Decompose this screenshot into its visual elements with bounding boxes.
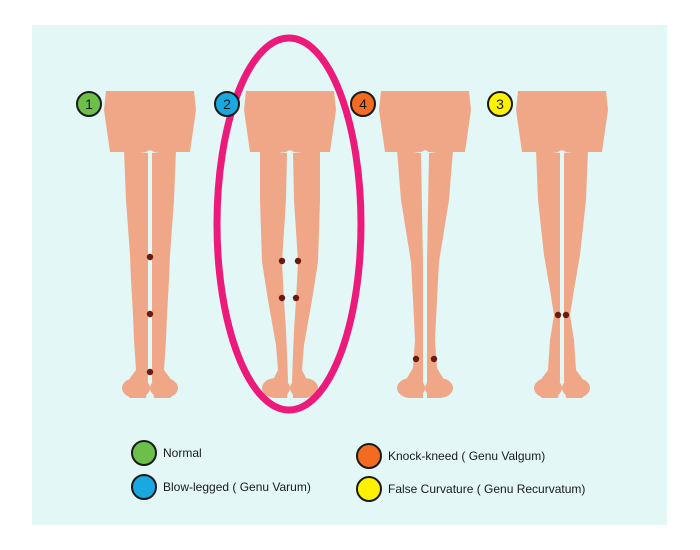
leg-figure-1 (104, 91, 196, 398)
badge-circle (76, 91, 102, 117)
genu-valgum-color-swatch (356, 443, 382, 469)
legend-label-genu-recurvatum: False Curvature ( Genu Recurvatum) (388, 482, 586, 496)
right-leg-shape (292, 150, 320, 398)
right-foot-shape (562, 378, 590, 398)
joint-marker-dot (146, 253, 154, 261)
leg-figure-3 (516, 91, 608, 398)
legend-item-genu-varum: Blow-legged ( Genu Varum) (131, 472, 311, 502)
leg-figure-2 (244, 91, 336, 398)
joint-marker-dot (278, 257, 286, 265)
joint-marker-dot (430, 355, 438, 363)
badge-number: 3 (496, 96, 504, 112)
left-foot-shape (262, 378, 290, 398)
badge-2: 2 (214, 91, 240, 117)
badge-number: 2 (223, 96, 231, 112)
legend-item-normal: Normal (131, 438, 202, 468)
left-leg-shape (397, 150, 423, 398)
badge-circle (487, 91, 513, 117)
joint-marker-dot (562, 311, 570, 319)
hips-shape (379, 91, 471, 152)
leg-figure-4 (379, 91, 471, 398)
joint-marker-dot (146, 310, 154, 318)
left-foot-shape (534, 378, 562, 398)
badge-1: 1 (76, 91, 102, 117)
hips-shape (244, 91, 336, 152)
right-leg-shape (564, 150, 588, 398)
badge-number: 4 (359, 96, 367, 112)
right-leg-shape (427, 150, 453, 398)
badge-number: 1 (85, 96, 93, 112)
joint-marker-dot (294, 257, 302, 265)
badge-circle (350, 91, 376, 117)
right-foot-shape (425, 378, 453, 398)
genu-varum-color-swatch (131, 474, 157, 500)
right-leg-shape (152, 150, 176, 398)
badge-3: 3 (487, 91, 513, 117)
right-foot-shape (290, 378, 318, 398)
highlight-ellipse (213, 34, 365, 414)
badge-circle (214, 91, 240, 117)
joint-marker-dot (412, 355, 420, 363)
badge-4: 4 (350, 91, 376, 117)
joint-marker-dot (146, 368, 154, 376)
left-leg-shape (124, 150, 148, 398)
left-foot-shape (397, 378, 425, 398)
legend-item-genu-recurvatum: False Curvature ( Genu Recurvatum) (356, 474, 585, 504)
legend-label-normal: Normal (163, 446, 202, 460)
normal-color-swatch (131, 440, 157, 466)
legend-item-genu-valgum: Knock-kneed ( Genu Valgum) (356, 441, 545, 471)
left-foot-shape (122, 378, 150, 398)
right-foot-shape (150, 378, 178, 398)
legend-label-genu-valgum: Knock-kneed ( Genu Valgum) (388, 449, 546, 463)
joint-marker-dot (292, 294, 300, 302)
left-leg-shape (536, 150, 560, 398)
joint-marker-dot (554, 311, 562, 319)
hips-shape (516, 91, 608, 152)
joint-marker-dot (278, 294, 286, 302)
left-leg-shape (260, 150, 288, 398)
genu-recurvatum-color-swatch (356, 476, 382, 502)
hips-shape (104, 91, 196, 152)
legend-label-genu-varum: Blow-legged ( Genu Varum) (163, 480, 311, 494)
